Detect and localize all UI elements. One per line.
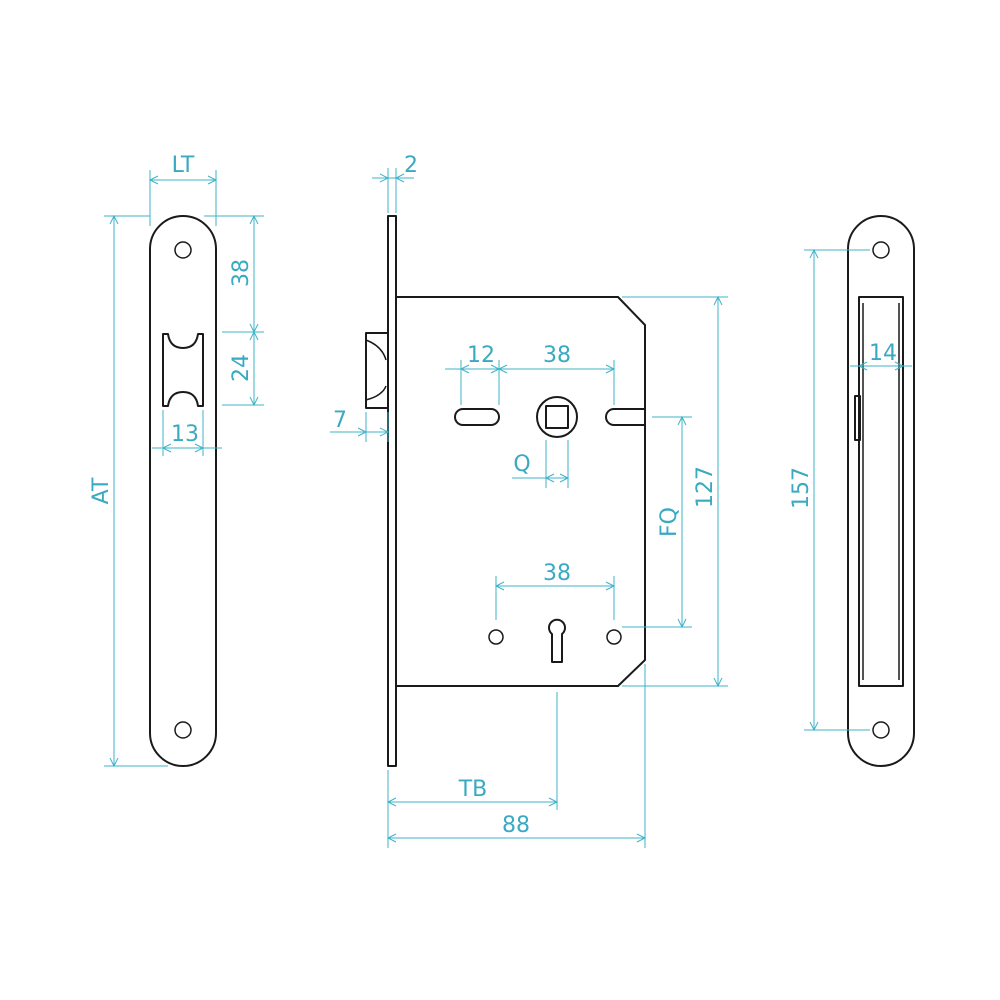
dim-label-157: 157 bbox=[789, 467, 814, 509]
dim-label-q: Q bbox=[513, 452, 530, 477]
dim-label-24: 24 bbox=[229, 354, 254, 382]
forend-plate bbox=[387, 215, 397, 767]
dim-label-88: 88 bbox=[502, 813, 530, 838]
screw-hole-top bbox=[174, 241, 192, 259]
screw-hole-bottom bbox=[174, 721, 192, 739]
fixing-hole-right bbox=[606, 629, 622, 645]
slot-right bbox=[605, 408, 645, 426]
dim-label-127: 127 bbox=[693, 466, 718, 508]
keyhole bbox=[548, 618, 566, 663]
dim-label-14: 14 bbox=[869, 341, 897, 366]
dim-label-38-top: 38 bbox=[543, 343, 571, 368]
dim-label-lt: LT bbox=[172, 153, 195, 178]
lock-body-view bbox=[365, 215, 646, 767]
dim-label-2: 2 bbox=[404, 153, 418, 178]
faceplate-outline bbox=[149, 215, 217, 767]
rear-faceplate-outline bbox=[847, 215, 915, 767]
slot-left bbox=[454, 408, 500, 426]
rear-dimensions: 157 14 bbox=[789, 248, 912, 732]
spindle-square bbox=[545, 405, 569, 429]
faceplate-rear-view bbox=[847, 215, 915, 767]
dim-label-12: 12 bbox=[467, 343, 495, 368]
latch-bolt bbox=[365, 332, 388, 409]
side-tab bbox=[854, 395, 861, 441]
fixing-hole-left bbox=[488, 629, 504, 645]
rear-screw-hole-bottom bbox=[872, 721, 890, 739]
lock-body-dimensions: 2 7 12 38 Q 127 bbox=[330, 153, 728, 848]
follower-hub bbox=[536, 396, 578, 438]
latch-opening bbox=[162, 333, 204, 407]
case-outline bbox=[396, 296, 646, 687]
case-profile bbox=[858, 296, 904, 687]
dim-label-at: AT bbox=[89, 477, 114, 504]
faceplate-front-view bbox=[149, 215, 217, 767]
rear-screw-hole-top bbox=[872, 241, 890, 259]
dim-label-38-latch: 38 bbox=[229, 259, 254, 287]
dim-label-tb: TB bbox=[458, 777, 488, 802]
dim-label-fq: FQ bbox=[657, 507, 682, 537]
dim-label-7: 7 bbox=[333, 408, 347, 433]
latch-bevel bbox=[365, 339, 387, 401]
faceplate-dimensions: LT AT 38 24 13 bbox=[89, 153, 264, 768]
dim-label-13: 13 bbox=[171, 422, 199, 447]
dim-label-38-bottom: 38 bbox=[543, 561, 571, 586]
